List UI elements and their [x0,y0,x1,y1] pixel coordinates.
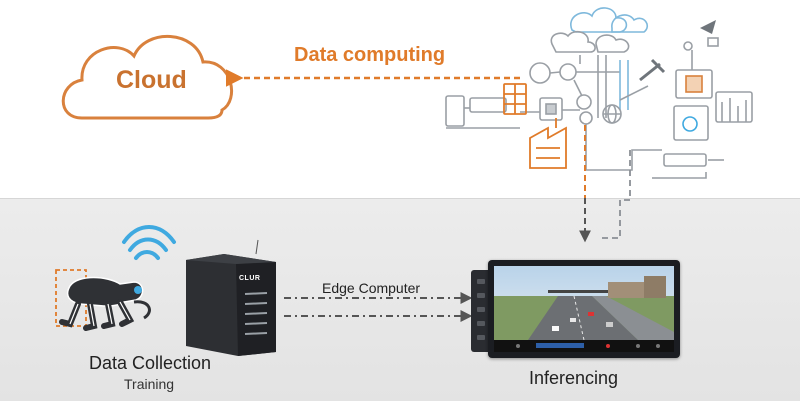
factory-icon [529,118,567,169]
highway-screen-icon [494,266,674,352]
iot-return-link [598,150,631,239]
server-tower-icon [186,239,276,356]
data-collection-label: Data Collection [89,353,212,373]
robot-dog-icon [55,269,151,331]
inferencing-label: Inferencing [529,368,619,388]
calendar-icon [503,83,527,115]
cloud-label: Cloud [116,66,187,94]
cloud-icon [61,34,233,120]
cloud-section [0,0,800,198]
data-computing-label: Data computing [294,44,446,66]
monitor-icon [488,260,680,358]
training-label: Training [124,376,175,392]
monitor-side-panel [471,270,491,352]
edge-computer-label: Edge Computer [322,280,421,296]
iot-network-icon [445,7,753,179]
server-brand-label: CLUR [239,275,261,282]
wifi-icon [122,225,176,260]
